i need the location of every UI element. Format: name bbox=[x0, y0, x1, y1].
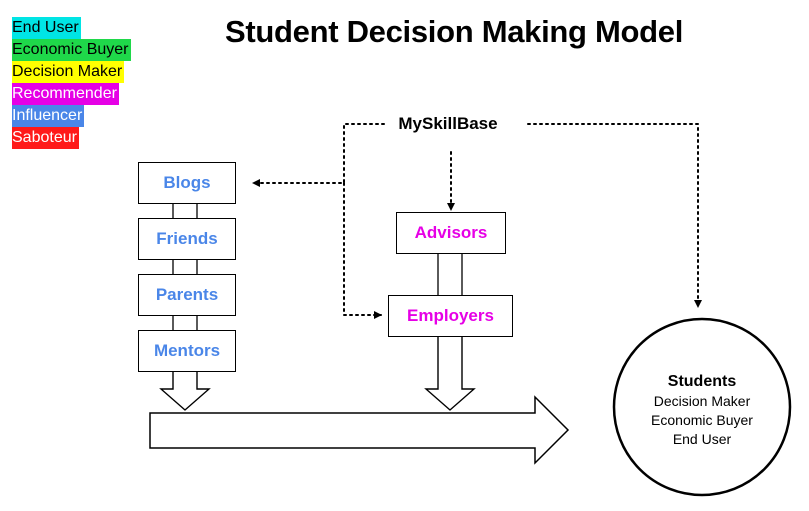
students-heading: Students bbox=[667, 373, 737, 390]
students-circle bbox=[612, 317, 792, 497]
students-role-economic-buyer: Economic Buyer bbox=[651, 412, 753, 428]
students-node: Students Decision Maker Economic Buyer E… bbox=[614, 372, 790, 449]
page-title: Student Decision Making Model bbox=[225, 14, 684, 49]
influencer-node-parents: Parents bbox=[138, 274, 236, 316]
legend-end-user: End User bbox=[12, 17, 81, 39]
recommender-connector bbox=[437, 253, 463, 295]
legend-recommender: Recommender bbox=[12, 83, 119, 105]
influencer-node-blogs: Blogs bbox=[138, 162, 236, 204]
students-role-end-user: End User bbox=[672, 431, 732, 447]
legend-decision-maker: Decision Maker bbox=[12, 61, 125, 83]
influencer-node-friends: Friends bbox=[138, 218, 236, 260]
role-legend: End User Economic Buyer Decision Maker R… bbox=[12, 17, 131, 149]
influencer-down-arrow bbox=[159, 371, 211, 411]
recommender-node-advisors: Advisors bbox=[396, 212, 506, 254]
legend-economic-buyer: Economic Buyer bbox=[12, 39, 131, 61]
recommender-node-employers: Employers bbox=[388, 295, 513, 337]
students-role-decision-maker: Decision Maker bbox=[653, 393, 751, 409]
source-to-employers-connector bbox=[343, 182, 382, 319]
source-to-blogs-connector bbox=[252, 123, 385, 187]
influencer-stack-connectors bbox=[172, 203, 198, 330]
source-node-myskillbase: MySkillBase bbox=[388, 113, 508, 135]
influencer-node-mentors: Mentors bbox=[138, 330, 236, 372]
recommender-down-arrow bbox=[424, 336, 476, 411]
source-to-students-connector bbox=[527, 123, 702, 308]
dotted-connectors bbox=[252, 123, 702, 319]
legend-influencer: Influencer bbox=[12, 105, 85, 127]
legend-saboteur: Saboteur bbox=[12, 127, 79, 149]
decision-flow-arrow bbox=[149, 395, 570, 465]
